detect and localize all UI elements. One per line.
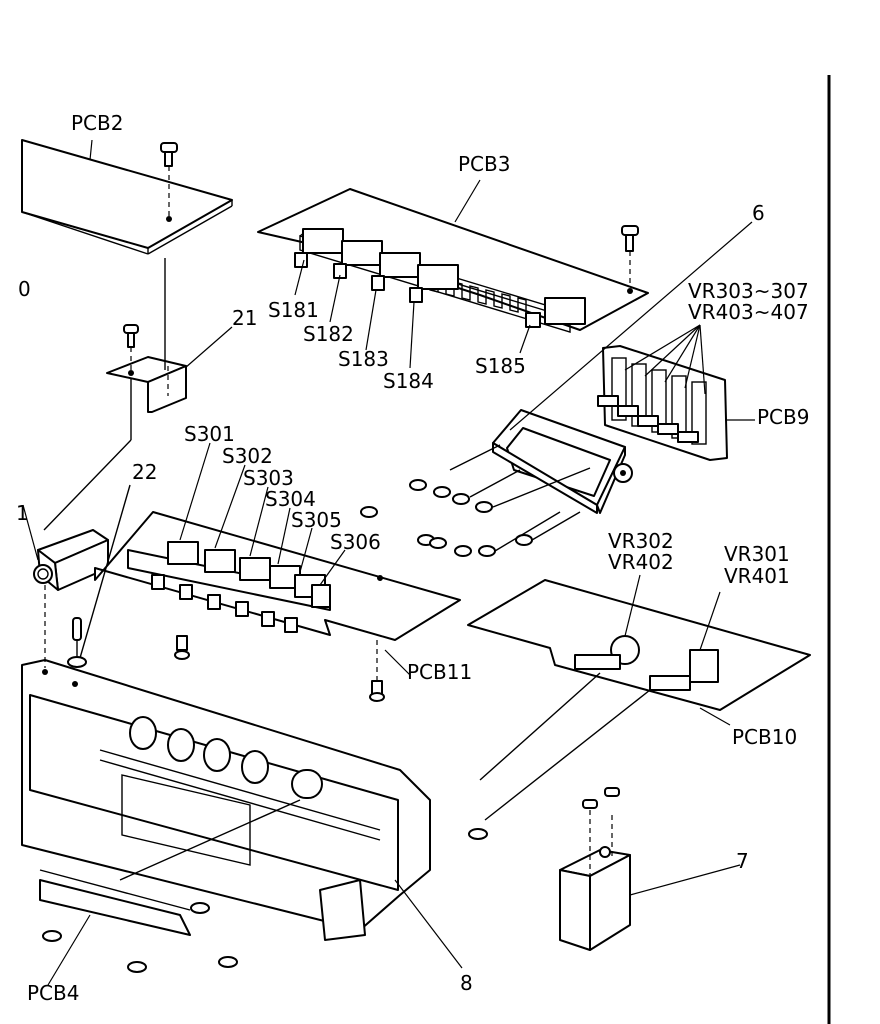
part-1-block bbox=[33, 529, 109, 591]
screws-chassis-8 bbox=[42, 828, 488, 973]
label-pcb4: PCB4 bbox=[27, 981, 79, 1005]
label-s304: S304 bbox=[265, 487, 316, 511]
screw-pcb3 bbox=[621, 225, 639, 286]
label-s182: S182 bbox=[303, 322, 354, 346]
screws-pcb11 bbox=[174, 635, 385, 702]
label-s184: S184 bbox=[383, 369, 434, 393]
label-pcb10: PCB10 bbox=[732, 725, 797, 749]
label-s302: S302 bbox=[222, 444, 273, 468]
label-vr403-407: VR403~407 bbox=[688, 300, 809, 324]
switch-s183 bbox=[371, 252, 421, 291]
label-part-0: 0 bbox=[18, 277, 31, 301]
label-s301: S301 bbox=[184, 422, 235, 446]
label-s183: S183 bbox=[338, 347, 389, 371]
part-22 bbox=[67, 484, 131, 668]
label-pcb3: PCB3 bbox=[458, 152, 510, 176]
label-s306: S306 bbox=[330, 530, 381, 554]
label-vr402: VR402 bbox=[608, 550, 674, 574]
chassis-8 bbox=[21, 585, 431, 941]
screws-frame-6 bbox=[360, 444, 591, 557]
guide-line-0b bbox=[43, 439, 132, 531]
label-pcb9: PCB9 bbox=[757, 405, 809, 429]
switch-s304 bbox=[235, 565, 301, 617]
label-part-8: 8 bbox=[460, 971, 473, 995]
label-s185: S185 bbox=[475, 354, 526, 378]
switch-s301 bbox=[151, 541, 199, 590]
label-s303: S303 bbox=[243, 466, 294, 490]
switch-s306 bbox=[284, 584, 331, 633]
switch-s184 bbox=[409, 264, 459, 303]
screws-bracket-7 bbox=[582, 787, 620, 809]
label-part-7: 7 bbox=[736, 849, 749, 873]
screw-bracket-21 bbox=[123, 324, 139, 372]
pcb9-board bbox=[597, 345, 728, 461]
label-part-22: 22 bbox=[132, 460, 157, 484]
switch-s303 bbox=[207, 557, 271, 610]
label-vr401: VR401 bbox=[724, 564, 790, 588]
switch-s302 bbox=[179, 549, 236, 600]
label-s305: S305 bbox=[291, 508, 342, 532]
part-labels: PCB2 PCB3 0 6 21 S181 S182 S183 S184 S18… bbox=[16, 111, 809, 1005]
label-vr302: VR302 bbox=[608, 529, 674, 553]
label-vr303-307: VR303~307 bbox=[688, 279, 809, 303]
bracket-7 bbox=[559, 810, 631, 951]
pcb2-board bbox=[21, 139, 233, 255]
label-vr301: VR301 bbox=[724, 542, 790, 566]
label-pcb11: PCB11 bbox=[407, 660, 472, 684]
label-part-6: 6 bbox=[752, 201, 765, 225]
label-pcb2: PCB2 bbox=[71, 111, 123, 135]
pcb10-board bbox=[467, 579, 811, 821]
leader-lines bbox=[22, 139, 755, 986]
label-part-21: 21 bbox=[232, 306, 257, 330]
screw-pcb2 bbox=[160, 142, 178, 222]
bracket-21 bbox=[106, 258, 187, 413]
label-part-1: 1 bbox=[16, 501, 29, 525]
label-s181: S181 bbox=[268, 298, 319, 322]
frame-6 bbox=[492, 409, 633, 514]
switch-s185 bbox=[525, 297, 586, 328]
